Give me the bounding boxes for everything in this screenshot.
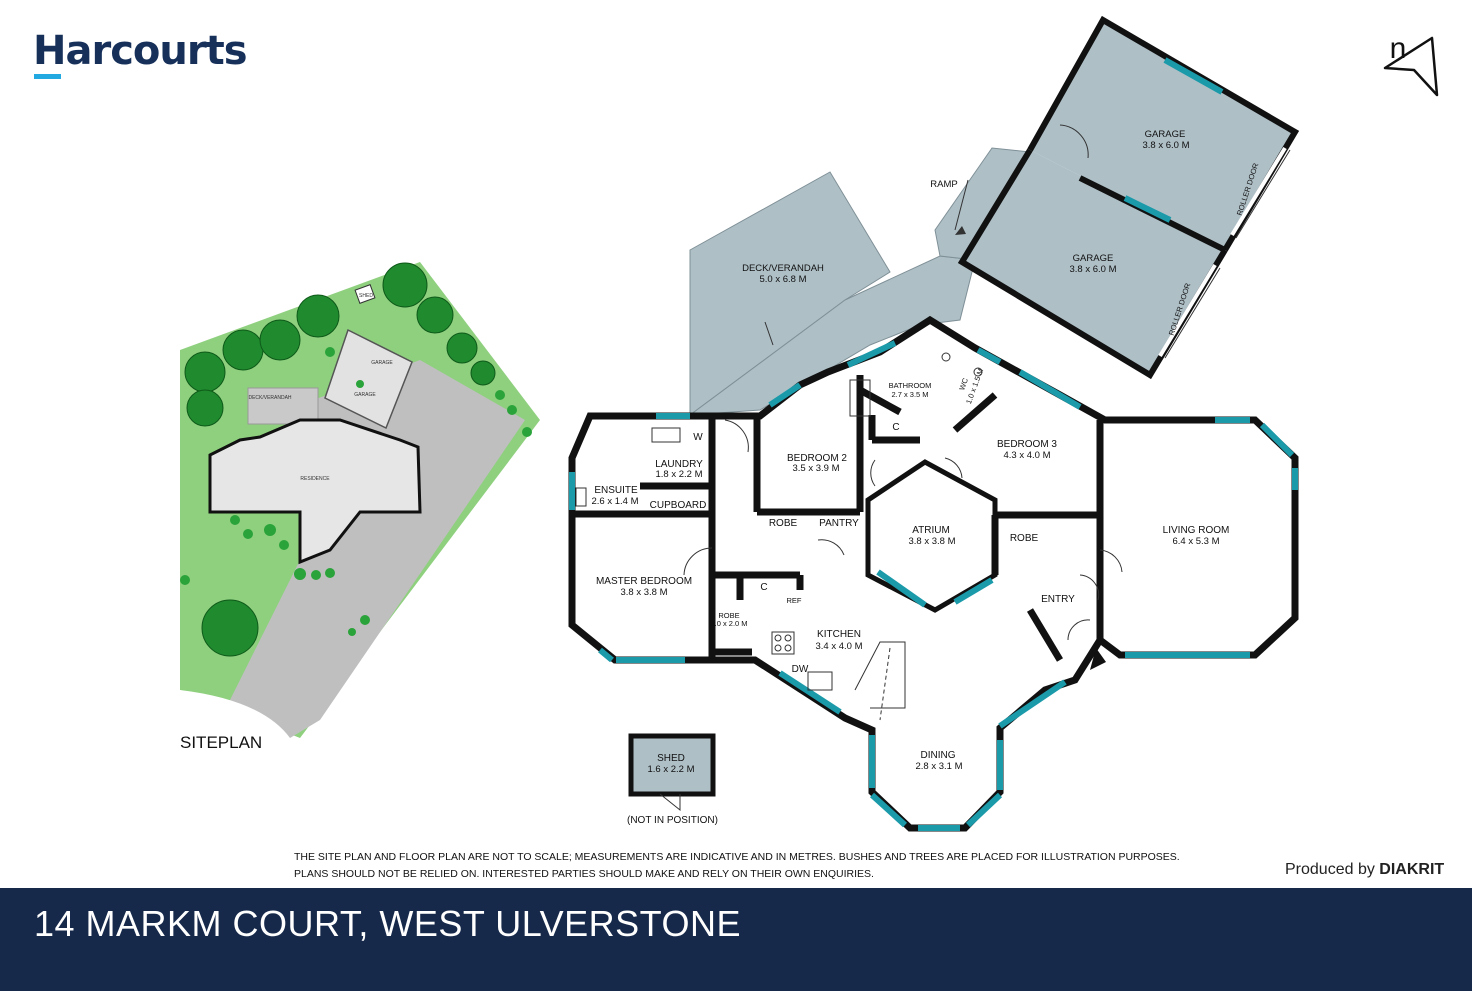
bedroom-2-name: BEDROOM 2 xyxy=(787,453,847,464)
siteplan-garage-label-2: GARAGE xyxy=(354,392,376,398)
bedroom-2-dims: 3.5 x 3.9 M xyxy=(793,463,840,474)
entry-label: ENTRY xyxy=(1041,594,1075,605)
master-bedroom-dims: 3.8 x 3.8 M xyxy=(621,587,668,598)
shed-dims: 1.6 x 2.2 M xyxy=(648,764,695,775)
living-room-name: LIVING ROOM xyxy=(1163,525,1230,536)
siteplan-garage-label-1: GARAGE xyxy=(371,360,393,366)
siteplan-shed-label: SHED xyxy=(359,293,373,299)
floor-plan: n SHED GARAGE GARAGE DE xyxy=(180,15,1439,832)
dishwasher-label: DW xyxy=(792,664,809,675)
atrium-walls xyxy=(865,459,998,613)
kitchen-dims: 3.4 x 4.0 M xyxy=(816,641,863,652)
property-address: 14 MARKM COURT, WEST ULVERSTONE xyxy=(34,903,741,944)
siteplan-residence-label: RESIDENCE xyxy=(300,476,330,482)
bathroom-dims: 2.7 x 3.5 M xyxy=(891,390,928,399)
entry-arrow-icon xyxy=(1090,648,1106,670)
siteplan-title: SITEPLAN xyxy=(180,733,263,752)
robe-master-name: ROBE xyxy=(718,611,739,620)
cupboard-c2-label: C xyxy=(760,582,767,593)
site-plan: SHED GARAGE GARAGE DECK/VERANDAH RESIDEN… xyxy=(180,262,540,738)
atrium-name: ATRIUM xyxy=(912,525,950,536)
garage-2-name: GARAGE xyxy=(1073,253,1114,264)
produced-by-brand: DIAKRIT xyxy=(1379,861,1445,878)
garage-2-dims: 3.8 x 6.0 M xyxy=(1070,264,1117,275)
robe-b2-label: ROBE xyxy=(769,518,798,529)
produced-by-prefix: Produced by xyxy=(1285,861,1375,878)
robe-master-dims: 2.0 x 2.0 M xyxy=(710,619,747,628)
bedroom-3-name: BEDROOM 3 xyxy=(997,439,1057,450)
brand-logo: Harcourts xyxy=(33,28,248,74)
laundry-dims: 1.8 x 2.2 M xyxy=(656,469,703,480)
master-bedroom-name: MASTER BEDROOM xyxy=(596,576,692,587)
produced-by: Produced by DIAKRIT xyxy=(1285,861,1444,879)
deck-name: DECK/VERANDAH xyxy=(742,263,824,274)
shed-position-note: (NOT IN POSITION) xyxy=(627,815,718,826)
dining-name: DINING xyxy=(921,750,956,761)
washer-label: W xyxy=(693,432,703,443)
disclaimer-line-2: PLANS SHOULD NOT BE RELIED ON. INTERESTE… xyxy=(294,868,874,880)
pantry-label: PANTRY xyxy=(819,518,859,529)
robe-b3-label: ROBE xyxy=(1010,533,1039,544)
cupboard-label: CUPBOARD xyxy=(650,500,707,511)
laundry-name: LAUNDRY xyxy=(655,459,703,470)
house-windows xyxy=(569,340,1298,831)
kitchen-name: KITCHEN xyxy=(817,629,861,640)
deck-dims: 5.0 x 6.8 M xyxy=(760,274,807,285)
disclaimer-line-1: THE SITE PLAN AND FLOOR PLAN ARE NOT TO … xyxy=(294,851,1180,863)
bedroom-3-dims: 4.3 x 4.0 M xyxy=(1004,450,1051,461)
bathroom-name: BATHROOM xyxy=(889,381,932,390)
north-arrow-icon: n xyxy=(1383,32,1439,97)
wc-name: WC xyxy=(957,376,970,391)
ramp-label: RAMP xyxy=(930,179,957,190)
ref-label: REF xyxy=(787,596,802,605)
footer-bar xyxy=(0,888,1472,991)
garage-1-name: GARAGE xyxy=(1145,129,1186,140)
shed-name: SHED xyxy=(657,753,685,764)
disclaimer: THE SITE PLAN AND FLOOR PLAN ARE NOT TO … xyxy=(294,849,1180,883)
dining-dims: 2.8 x 3.1 M xyxy=(916,761,963,772)
brand-underline xyxy=(34,74,61,79)
cupboard-c1-label: C xyxy=(892,422,899,433)
shed xyxy=(628,733,716,797)
living-room-dims: 6.4 x 5.3 M xyxy=(1173,536,1220,547)
ensuite-dims: 2.6 x 1.4 M xyxy=(592,496,639,507)
garage-1-dims: 3.8 x 6.0 M xyxy=(1143,140,1190,151)
ensuite-name: ENSUITE xyxy=(594,485,638,496)
siteplan-deck-label: DECK/VERANDAH xyxy=(248,395,291,401)
garage-windows xyxy=(1123,57,1224,223)
atrium-dims: 3.8 x 3.8 M xyxy=(909,536,956,547)
